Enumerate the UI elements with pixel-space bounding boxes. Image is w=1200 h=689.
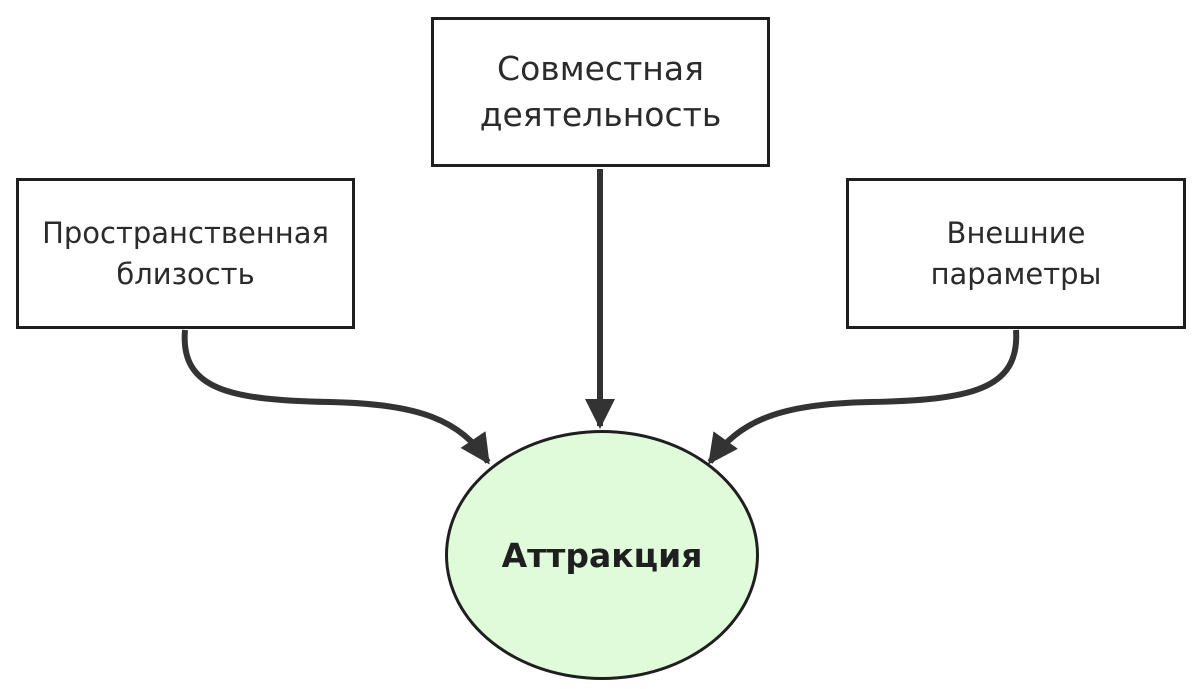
node-spatial-proximity-line-2: близость — [116, 256, 255, 291]
node-attraction-label: Аттракция — [501, 535, 703, 575]
node-external-parameters-label: Внешние параметры — [931, 213, 1102, 294]
node-joint-activity-label: Совместная деятельность — [480, 46, 722, 138]
node-external-parameters-line-2: параметры — [930, 256, 1102, 291]
node-external-parameters: Внешние параметры — [846, 178, 1186, 329]
node-joint-activity: Совместная деятельность — [431, 17, 770, 167]
edge-spatial-to-attraction — [181, 329, 491, 465]
node-spatial-proximity-line-1: Пространственная — [42, 215, 329, 250]
node-joint-activity-line-1: Совместная — [497, 48, 704, 88]
node-external-parameters-line-1: Внешние — [946, 215, 1086, 250]
node-spatial-proximity-label: Пространственная близость — [42, 213, 329, 294]
node-spatial-proximity: Пространственная близость — [16, 178, 355, 329]
node-attraction: Аттракция — [445, 430, 759, 680]
node-joint-activity-line-2: деятельность — [479, 95, 722, 134]
edge-external-to-attraction — [707, 329, 1020, 465]
